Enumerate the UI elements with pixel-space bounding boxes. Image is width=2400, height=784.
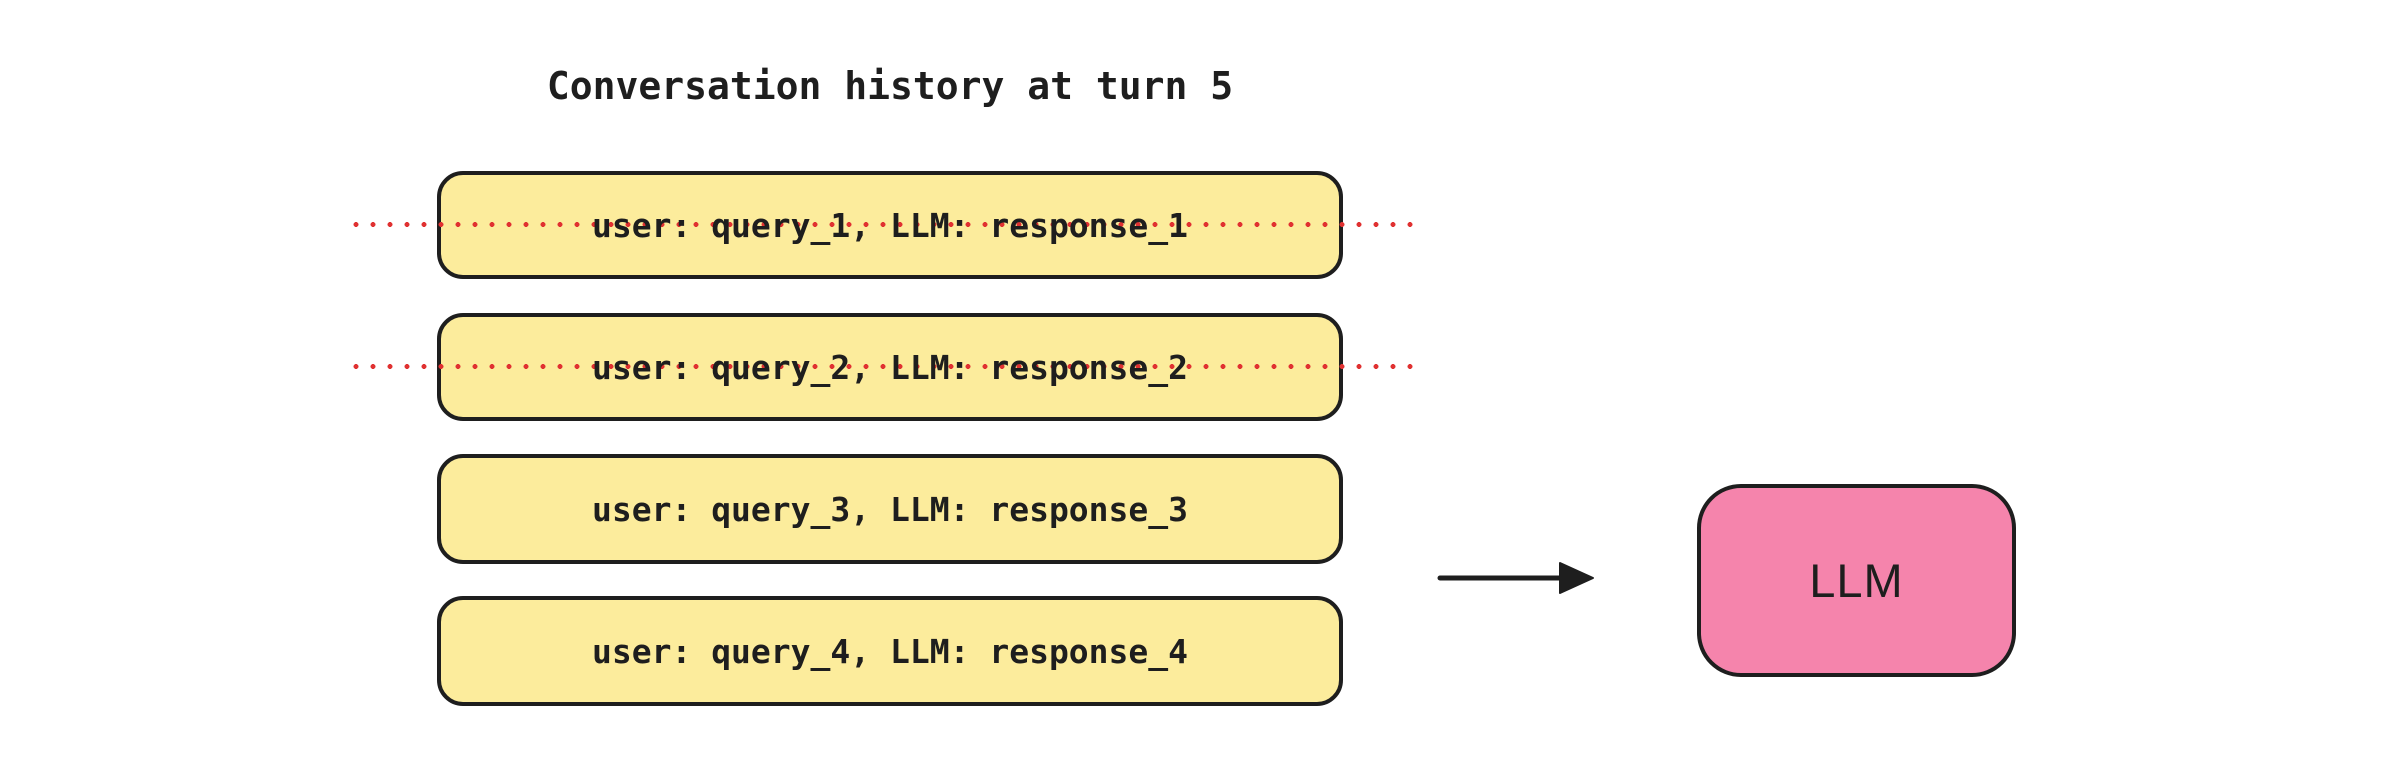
history-message-4: user: query_4, LLM: response_4: [437, 596, 1343, 706]
history-message-1-label: user: query_1, LLM: response_1: [591, 205, 1189, 245]
right-arrow-icon: [1437, 562, 1594, 594]
diagram-title: Conversation history at turn 5: [546, 64, 1234, 108]
strikethrough-line-message-1: [348, 221, 1418, 228]
history-message-4-label: user: query_4, LLM: response_4: [591, 631, 1189, 671]
history-message-2-label: user: query_2, LLM: response_2: [591, 347, 1189, 387]
strikethrough-line-message-2: [348, 363, 1418, 370]
history-message-3: user: query_3, LLM: response_3: [437, 454, 1343, 564]
llm-node-label: LLM: [1809, 554, 1904, 607]
history-message-3-label: user: query_3, LLM: response_3: [591, 489, 1189, 529]
llm-node: LLM: [1697, 484, 2016, 677]
